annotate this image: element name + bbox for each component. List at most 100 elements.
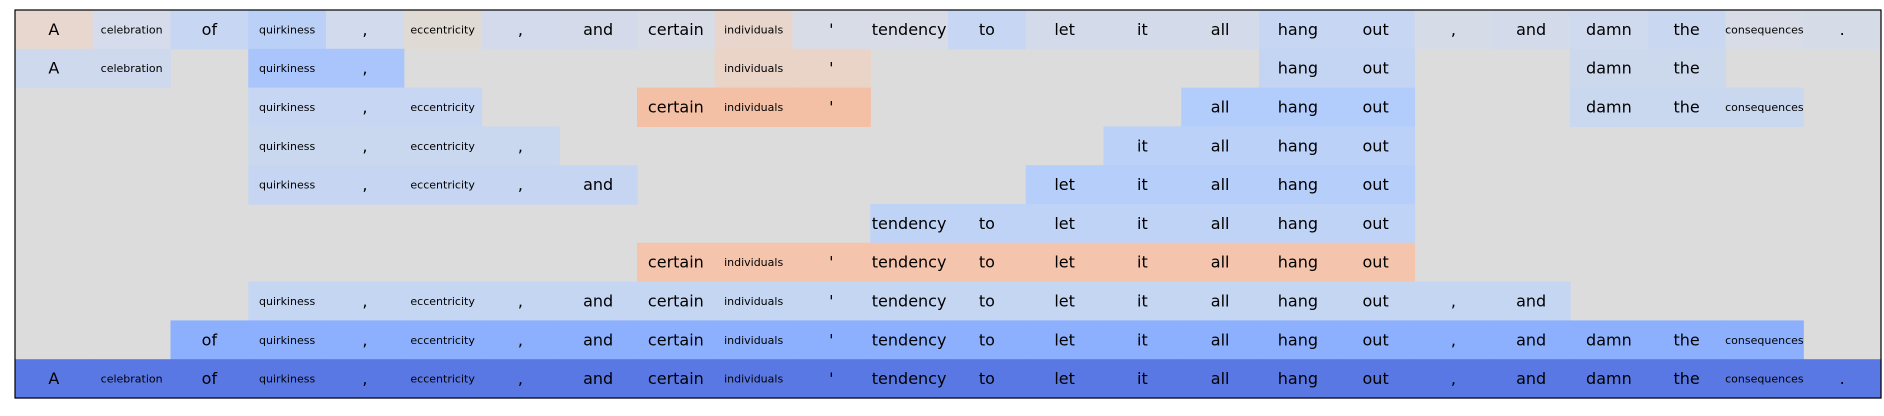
- token-label: all: [1211, 98, 1230, 117]
- token-cell: [403, 10, 483, 50]
- token-cell: [1570, 10, 1649, 50]
- token-label: certain: [648, 330, 704, 349]
- token-cell: [1025, 320, 1105, 360]
- token-cell: [1181, 126, 1260, 166]
- token-label: out: [1363, 20, 1389, 39]
- token-label: ,: [518, 175, 523, 194]
- token-cell: [1181, 281, 1260, 321]
- token-label: certain: [648, 253, 704, 272]
- token-cell: [637, 242, 716, 283]
- token-cell: [637, 87, 716, 127]
- token-cell: [559, 10, 638, 50]
- token-cell: [1181, 359, 1260, 399]
- token-cell: [1647, 10, 1727, 50]
- token-cell: [326, 359, 405, 399]
- token-label: ,: [362, 98, 367, 117]
- token-cell: [481, 359, 560, 399]
- token-cell: [1492, 359, 1571, 399]
- token-label: and: [583, 175, 613, 194]
- token-label: celebration: [101, 62, 163, 75]
- token-cell: [1103, 242, 1182, 283]
- token-cell: [248, 87, 327, 127]
- token-cell: [481, 165, 560, 205]
- token-label: it: [1137, 214, 1148, 233]
- token-label: A: [48, 59, 59, 78]
- token-cell: [1259, 165, 1338, 205]
- token-label: certain: [648, 20, 704, 39]
- token-label: damn: [1586, 369, 1632, 388]
- token-label: ,: [362, 175, 367, 194]
- token-cell: [403, 359, 483, 399]
- token-label: ,: [518, 20, 523, 39]
- token-label: quirkiness: [259, 140, 315, 153]
- token-cell: [248, 48, 327, 89]
- token-cell: [1647, 48, 1727, 89]
- token-cell: [248, 10, 327, 50]
- token-label: hang: [1278, 175, 1318, 194]
- token-label: let: [1054, 20, 1075, 39]
- token-cell: [1570, 320, 1649, 360]
- token-label: to: [979, 20, 995, 39]
- token-label: tendency: [872, 369, 947, 388]
- token-label: tendency: [872, 253, 947, 272]
- token-cell: [1103, 359, 1182, 399]
- token-label: out: [1363, 214, 1389, 233]
- grid-border: [14, 9, 1882, 399]
- token-cell: [481, 281, 560, 321]
- token-cell: [1259, 204, 1338, 244]
- token-cell: [1570, 87, 1649, 127]
- token-label: celebration: [101, 373, 163, 386]
- token-label: hang: [1278, 98, 1318, 117]
- token-cell: [1103, 165, 1182, 205]
- token-cell: [1336, 87, 1416, 127]
- token-label: ,: [362, 330, 367, 349]
- token-cell: [948, 10, 1027, 50]
- token-cell: [1259, 48, 1338, 89]
- token-cell: [403, 165, 483, 205]
- token-cell: [403, 320, 483, 360]
- token-label: .: [1840, 369, 1845, 388]
- token-cell: [1259, 281, 1338, 321]
- token-cell: [792, 87, 871, 127]
- token-cell: [1414, 359, 1493, 399]
- token-cell: [1725, 10, 1804, 50]
- token-cell: [637, 359, 716, 399]
- token-label: ': [829, 59, 833, 78]
- token-label: individuals: [724, 256, 783, 269]
- token-cell: [714, 281, 794, 321]
- token-cell: [1647, 359, 1727, 399]
- token-label: all: [1211, 369, 1230, 388]
- token-label: ,: [1451, 20, 1456, 39]
- token-label: out: [1363, 253, 1389, 272]
- token-label: consequences: [1725, 334, 1804, 347]
- token-label: to: [979, 292, 995, 311]
- token-label: ,: [362, 136, 367, 155]
- token-cell: [1259, 359, 1338, 399]
- token-label: let: [1054, 369, 1075, 388]
- token-cell: [1492, 320, 1571, 360]
- token-cell: [559, 281, 638, 321]
- token-cell: [1336, 126, 1416, 166]
- token-label: all: [1211, 175, 1230, 194]
- token-label: consequences: [1725, 101, 1804, 114]
- token-label: certain: [648, 98, 704, 117]
- token-label: hang: [1278, 369, 1318, 388]
- token-label: and: [583, 20, 613, 39]
- token-label: and: [1516, 20, 1546, 39]
- token-cell: [1025, 359, 1105, 399]
- token-label: hang: [1278, 136, 1318, 155]
- token-label: hang: [1278, 292, 1318, 311]
- token-label: damn: [1586, 98, 1632, 117]
- token-label: hang: [1278, 20, 1318, 39]
- token-cell: [792, 10, 871, 50]
- token-cell: [1181, 165, 1260, 205]
- token-cell: [1103, 10, 1182, 50]
- token-cell: [714, 242, 794, 283]
